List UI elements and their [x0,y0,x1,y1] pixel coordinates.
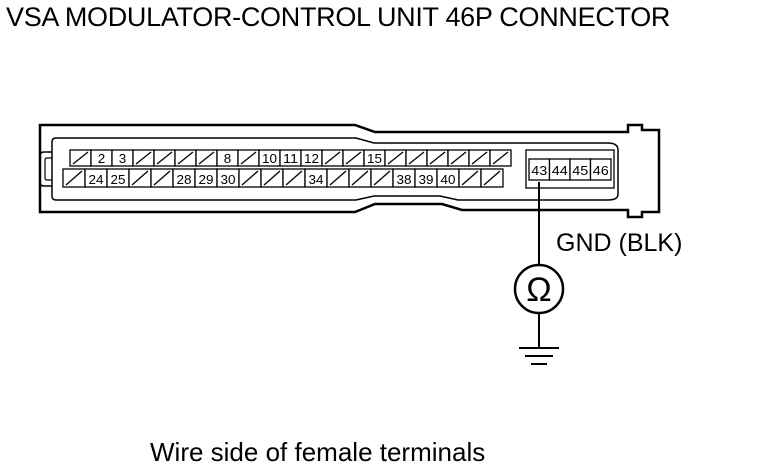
terminal-number: 40 [441,172,456,187]
diagram-caption: Wire side of female terminals [150,437,486,467]
terminal-cavity: 34 [304,168,328,188]
terminal-cavity [326,168,350,188]
terminal-cavity [348,168,372,188]
terminal-number: 38 [397,172,412,187]
terminal-cavity: 8 [216,149,239,167]
terminal-number: 43 [531,163,547,178]
terminal-cavity [589,158,612,181]
terminal-cavity [174,149,197,167]
terminal-number: 28 [177,172,192,187]
terminal-cavity: 25 [106,168,130,188]
terminal-number: 46 [593,163,609,178]
terminal-cavity: 38 [392,168,416,188]
terminal-cavity [195,149,218,167]
terminal-cavity: 12 [300,149,323,167]
terminal-cavity [321,149,344,167]
terminal-cavity: 24 [84,168,108,188]
terminal-number: 29 [199,172,214,187]
terminal-number: 2 [98,151,106,166]
terminal-cavity: 29 [194,168,218,188]
connector-housing [38,123,661,219]
terminal-number: 25 [111,172,126,187]
terminal-cavity [282,168,306,188]
terminal-row-lower: 24 25 28 29 30 34 38 39 40 [62,168,504,188]
terminal-number: 24 [89,172,104,187]
terminal-cavity: 30 [216,168,240,188]
terminal-cavity [260,168,284,188]
terminal-number: 45 [572,163,588,178]
terminal-cavity: 40 [436,168,460,188]
ohm-glyph: Ω [526,271,551,309]
connector-latch-inner [44,157,52,181]
terminal-cavity [132,149,155,167]
terminal-number: 10 [262,151,277,166]
terminal-cavity: 3 [111,149,134,167]
terminal-number: 34 [309,172,324,187]
terminal-cavity [128,168,152,188]
terminal-cavity: 15 [363,149,386,167]
terminal-cavity [69,149,92,167]
terminal-cavity: 28 [172,168,196,188]
terminal-cavity [384,149,407,167]
terminal-cavity [489,149,512,167]
terminal-cavity: 39 [414,168,438,188]
terminal-cavity [480,168,504,188]
terminal-cavity [426,149,449,167]
terminal-cavity [370,168,394,188]
terminal-cavity: 2 [90,149,113,167]
terminal-cavity [238,168,262,188]
terminal-number: 12 [304,151,319,166]
terminal-number: 44 [552,163,568,178]
terminal-cavity [237,149,260,167]
terminal-cavity [342,149,365,167]
terminal-number: 11 [283,151,298,166]
terminal-cavity [150,168,174,188]
terminal-cavity [458,168,482,188]
terminal-number: 8 [224,151,232,166]
ground-icon [519,347,559,365]
terminal-number: 3 [119,151,127,166]
terminal-cavity [405,149,428,167]
terminal-block-right: 43 44 45 46 [525,149,615,189]
terminal-cavity [447,149,470,167]
connector-inner-outline [51,137,619,201]
terminal-cavity: 10 [258,149,281,167]
terminal-cavity: 11 [279,149,302,167]
terminal-cavity [62,168,86,188]
terminal-cavity [153,149,176,167]
terminal-number: 30 [221,172,236,187]
gnd-wire-label: GND (BLK) [556,229,683,257]
terminal-number: 39 [419,172,434,187]
connector-latch [39,151,52,187]
diagram-title: VSA MODULATOR-CONTROL UNIT 46P CONNECTOR [6,2,671,32]
terminal-cavity [468,149,491,167]
terminal-number: 15 [367,151,382,166]
